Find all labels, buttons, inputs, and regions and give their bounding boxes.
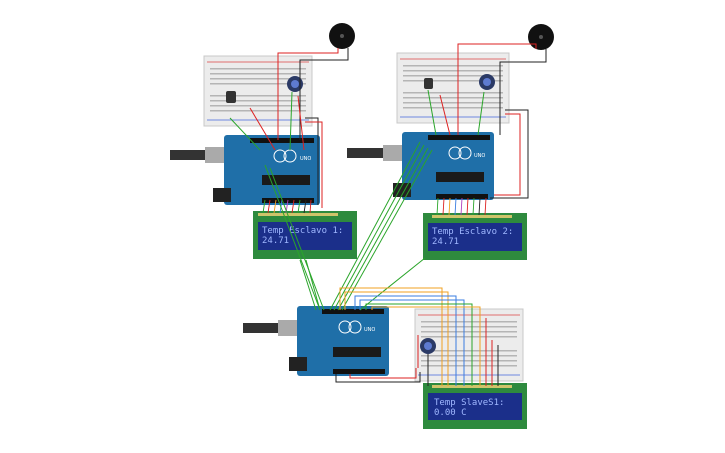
- svg-text:UNO: UNO: [300, 156, 311, 162]
- arduino-board-master: UNO: [243, 306, 389, 376]
- breadboard-3: [414, 308, 524, 382]
- lcd-slave-1-line2: 24.71: [262, 236, 289, 246]
- lcd-slave-2-line2: 24.71: [432, 237, 459, 247]
- buzzer-2: [528, 24, 554, 50]
- usb-cable-master: [243, 323, 295, 333]
- lcd-slave-1-line1: Temp Esclavo 1:: [262, 226, 343, 236]
- buzzer-1: [329, 23, 355, 49]
- usb-cable-2: [347, 148, 397, 158]
- wires: [229, 43, 547, 386]
- usb-cable-1: [170, 150, 220, 160]
- temperature-sensor-2: [424, 78, 433, 89]
- arduino-board-2: UNO: [347, 132, 494, 200]
- lcd-master-line2: 0.00 C: [434, 408, 467, 418]
- microcontroller-chip-1: [262, 175, 310, 185]
- svg-text:UNO: UNO: [364, 327, 375, 333]
- microcontroller-chip-master: [333, 347, 381, 357]
- lcd-slave-2-line1: Temp Esclavo 2:: [432, 227, 513, 237]
- lcd-slave-2: Temp Esclavo 2: 24.71: [423, 213, 527, 260]
- arduino-board-1: UNO: [170, 135, 320, 205]
- breadboard-1: [203, 55, 313, 127]
- temperature-sensor-1: [226, 91, 236, 103]
- microcontroller-chip-2: [436, 172, 484, 182]
- svg-text:UNO: UNO: [474, 153, 485, 159]
- breadboard-2: [396, 52, 510, 124]
- lcd-master-line1: Temp SlaveS1:: [434, 398, 504, 408]
- lcd-slave-1: Temp Esclavo 1: 24.71: [253, 211, 357, 259]
- lcd-master: Temp SlaveS1: 0.00 C: [423, 383, 527, 429]
